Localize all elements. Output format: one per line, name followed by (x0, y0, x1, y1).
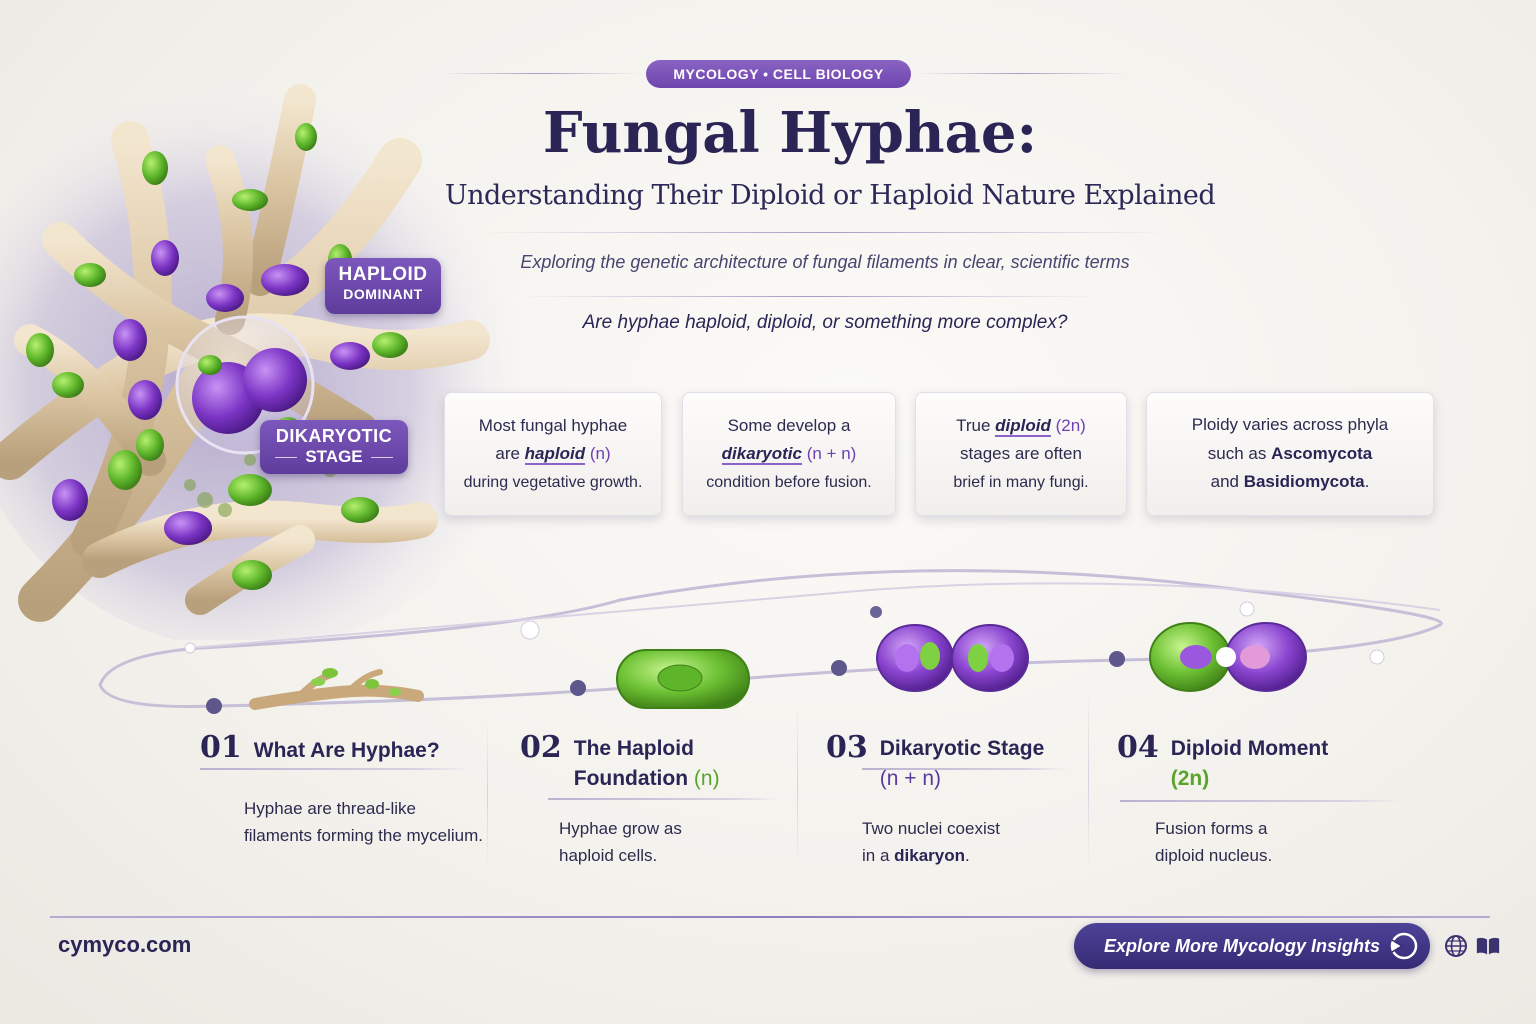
phylum-basidiomycota: Basidiomycota (1243, 472, 1365, 492)
step-number: 01 (200, 730, 242, 765)
subtitle-rule (480, 232, 1170, 233)
step-desc-line: filaments forming the mycelium. (244, 826, 484, 846)
category-tag: MYCOLOGY • CELL BIOLOGY (646, 60, 911, 88)
step-3-description: Two nuclei coexist in a dikaryon. (862, 815, 1062, 869)
card-line: stages are often (960, 444, 1082, 464)
page-subtitle: Understanding Their Diploid or Haploid N… (444, 180, 1216, 211)
step-rule (200, 768, 470, 770)
fact-card-diploid: True diploid (2n) stages are often brief… (915, 392, 1127, 516)
keyword-haploid: haploid (524, 444, 586, 466)
page-title: Fungal Hyphae: (542, 100, 1038, 166)
footer-rule (50, 916, 1490, 918)
timeline-dots (184, 601, 1385, 714)
fact-card-phyla: Ploidy varies across phyla such as Ascom… (1146, 392, 1434, 516)
site-link[interactable]: cymyco.com (58, 932, 192, 957)
step-number: 04 (1117, 730, 1159, 765)
ploidy-note: (2n) (1050, 415, 1086, 435)
step-title: Dikaryotic Stage (879, 737, 1045, 760)
step-divider (487, 720, 488, 870)
haploid-label-line1: HAPLOID (338, 264, 428, 285)
hypha-twig-icon (249, 668, 424, 710)
step-2: 02 The Haploid Foundation (n) (520, 730, 780, 795)
step-1: 01 What Are Hyphae? (200, 730, 480, 766)
step-4-description: Fusion forms a diploid nucleus. (1155, 815, 1355, 869)
dikaryotic-stage-label: DIKARYOTIC STAGE (260, 420, 408, 474)
dikaryon-cells-icon (876, 624, 1029, 692)
step-2-description: Hyphae grow as haploid cells. (559, 815, 759, 869)
keyword-diploid: diploid (995, 415, 1051, 437)
hyphae-illustration (0, 70, 540, 640)
ploidy-note: (n) (688, 767, 720, 791)
book-icon[interactable] (1475, 933, 1501, 959)
cta-label: Explore More Mycology Insights (1104, 935, 1381, 956)
ploidy-note: (2n) (1170, 767, 1210, 791)
dikaryotic-label-line2: STAGE (305, 447, 363, 466)
step-rule (1120, 800, 1400, 802)
step-desc-line: haploid cells. (559, 846, 658, 866)
step-rule (548, 798, 778, 800)
step-1-description: Hyphae are thread-like filaments forming… (244, 795, 484, 849)
globe-icon[interactable] (1443, 933, 1469, 959)
step-desc-line: diploid nucleus. (1155, 846, 1273, 866)
haploid-dominant-label: HAPLOID DOMINANT (325, 258, 441, 314)
card-line: during vegetative growth. (463, 474, 643, 492)
step-rule (862, 768, 1067, 770)
step-desc-text: . (965, 846, 970, 866)
header-rule-left (440, 73, 640, 74)
card-text: . (1364, 472, 1370, 492)
keyword-dikaryotic: dikaryotic (721, 444, 802, 466)
step-desc-line: Two nuclei coexist (862, 819, 1000, 838)
step-3: 03 Dikaryotic Stage (n + n) (826, 730, 1086, 795)
step-title: The Haploid (573, 737, 694, 760)
step-4: 04 Diploid Moment (2n) (1117, 730, 1377, 795)
step-title: What Are Hyphae? (253, 739, 440, 762)
fact-card-dikaryotic: Some develop a dikaryotic (n + n) condit… (682, 392, 896, 516)
card-text: True (956, 415, 996, 435)
dikaryotic-label-line1: DIKARYOTIC (275, 426, 393, 446)
step-number: 02 (520, 730, 562, 765)
step-title-line2: Foundation (573, 767, 689, 791)
card-line: Some develop a (727, 415, 851, 435)
card-line: condition before fusion. (706, 474, 872, 492)
phylum-ascomycota: Ascomycota (1271, 443, 1373, 463)
explore-more-button[interactable]: Explore More Mycology Insights (1074, 923, 1430, 969)
intro-rule (520, 296, 1100, 297)
card-line: Ploidy varies across phyla (1191, 414, 1389, 434)
card-text: and (1210, 472, 1244, 492)
haploid-label-line2: DOMINANT (343, 286, 423, 302)
fact-card-haploid: Most fungal hyphae are haploid (n) durin… (444, 392, 662, 516)
diploid-fusion-icon (1149, 622, 1307, 692)
card-line: Most fungal hyphae (478, 415, 628, 435)
step-divider (1088, 690, 1089, 870)
card-text: such as (1207, 443, 1272, 463)
header-rule-right (916, 73, 1126, 74)
intro-text: Exploring the genetic architecture of fu… (520, 252, 1130, 272)
ploidy-note: (n + n) (801, 444, 857, 464)
key-question: Are hyphae haploid, diploid, or somethin… (582, 312, 1068, 333)
keyword-dikaryon: dikaryon (894, 846, 965, 866)
timeline-path (98, 569, 1443, 714)
pointer-icon (1390, 932, 1418, 960)
step-desc-text: in a (862, 846, 895, 866)
step-divider (797, 700, 798, 870)
step-desc-line: Hyphae grow as (559, 819, 682, 838)
haploid-cell-icon (616, 649, 750, 709)
card-line: brief in many fungi. (953, 474, 1089, 492)
ploidy-note: (n + n) (879, 767, 942, 791)
card-text: are (495, 444, 525, 464)
step-desc-line: Fusion forms a (1155, 819, 1268, 838)
step-desc-line: Hyphae are thread-like (244, 799, 416, 818)
ploidy-note: (n) (585, 444, 611, 464)
step-title: Diploid Moment (1170, 737, 1329, 760)
step-number: 03 (826, 730, 868, 765)
